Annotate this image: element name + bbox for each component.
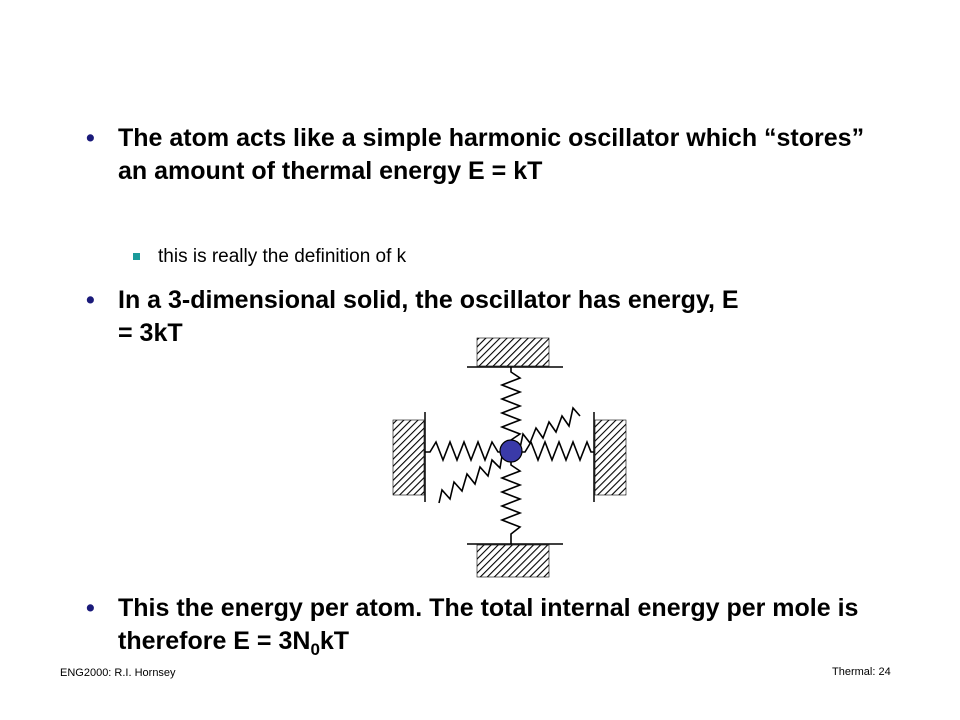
spring-left xyxy=(425,439,502,463)
bullet-1: • The atom acts like a simple harmonic o… xyxy=(86,122,878,188)
top-wall xyxy=(467,337,563,368)
atom-ball xyxy=(499,439,523,463)
sub-bullet: this is really the definition of k xyxy=(133,244,407,270)
bullet-mark: • xyxy=(86,124,95,152)
spring-diagonal-lower xyxy=(438,450,512,504)
bottom-wall xyxy=(467,543,563,578)
oscillator-diagram xyxy=(392,337,627,578)
bullet-3-subscript: 0 xyxy=(310,640,320,659)
bullet-3-text-before: This the energy per atom. The total inte… xyxy=(118,594,859,655)
bullet-1-text: The atom acts like a simple harmonic osc… xyxy=(118,124,865,185)
right-wall xyxy=(593,412,627,502)
bullet-mark: • xyxy=(86,286,95,314)
spring-right xyxy=(520,439,594,463)
bullet-3-text-after: kT xyxy=(319,627,350,655)
sub-bullet-text: this is really the definition of k xyxy=(158,246,407,267)
footer-slide-number: Thermal: 24 xyxy=(832,666,891,678)
bullet-2-text: In a 3-dimensional solid, the oscillator… xyxy=(118,286,739,347)
footer-author: ENG2000: R.I. Hornsey xyxy=(60,667,176,679)
square-bullet-icon xyxy=(133,253,140,260)
bullet-mark: • xyxy=(86,594,95,622)
spring-bottom xyxy=(499,458,523,544)
spring-diagonal-upper xyxy=(510,406,581,452)
left-wall xyxy=(392,412,426,502)
bullet-3: • This the energy per atom. The total in… xyxy=(86,592,878,666)
spring-top xyxy=(499,367,523,444)
bullet-2: • In a 3-dimensional solid, the oscillat… xyxy=(86,284,758,350)
